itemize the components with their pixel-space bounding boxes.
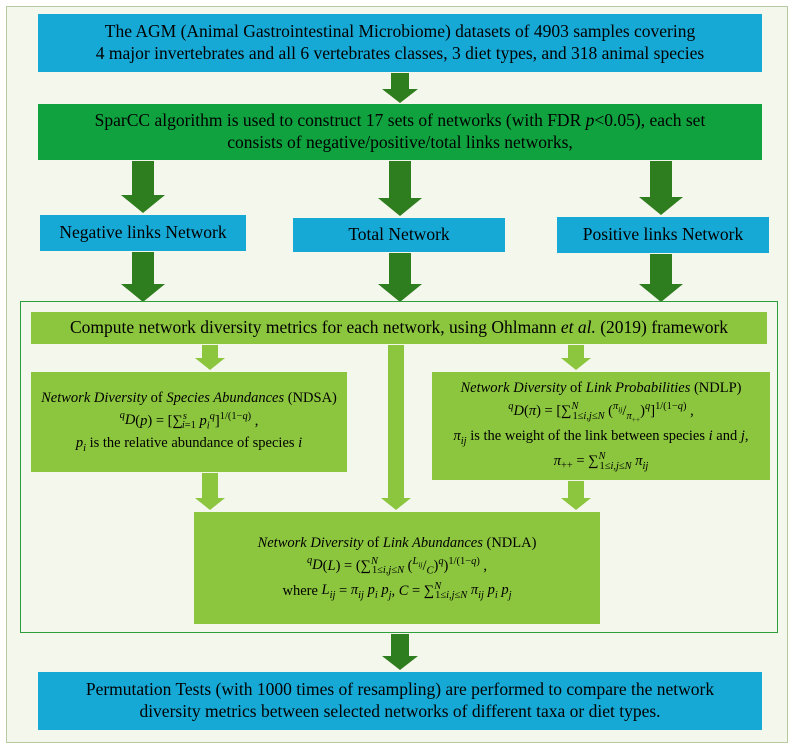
arrow-sparcc-to-positive bbox=[639, 161, 683, 215]
ndlp-pi-sum: π++ = ∑N1≤i,j≤N πij bbox=[553, 450, 649, 472]
ndsa-description: pi is the relative abundance of species … bbox=[75, 435, 303, 455]
arrow-negative-to-compute bbox=[121, 252, 165, 302]
agm-line-2: 4 major invertebrates and all 6 vertebra… bbox=[95, 43, 705, 63]
agm-dataset-box: The AGM (Animal Gastrointestinal Microbi… bbox=[38, 14, 762, 72]
sparcc-line-2: consists of negative/positive/total link… bbox=[227, 132, 573, 152]
arrow-compute-to-ndlp bbox=[561, 345, 591, 370]
compute-metrics-box: Compute network diversity metrics for ea… bbox=[31, 312, 767, 344]
arrow-dataset-to-sparcc bbox=[382, 73, 418, 103]
ndla-box: Network Diversity of Link Abundances (ND… bbox=[194, 512, 600, 624]
ndsa-formula: qD(p) = [∑si=1 piq]1/(1−q) , bbox=[119, 410, 259, 432]
arrow-ndsa-to-ndla bbox=[195, 473, 225, 510]
metrics-frame bbox=[20, 301, 778, 633]
ndla-where: where Lij = πij pi pj, C = ∑N1≤i,j≤N πij… bbox=[282, 580, 512, 602]
ndlp-title: Network Diversity of Link Probabilities … bbox=[460, 380, 742, 397]
ndlp-formula: qD(π) = [∑N1≤i,j≤N (πij/π++)q]1/(1−q) , bbox=[508, 401, 694, 425]
arrow-compute-to-ndla bbox=[381, 345, 411, 510]
arrow-positive-to-compute bbox=[639, 254, 683, 302]
ndlp-box: Network Diversity of Link Probabilities … bbox=[432, 372, 770, 480]
permutation-tests-box: Permutation Tests (with 1000 times of re… bbox=[38, 672, 762, 730]
permutation-line-2: diversity metrics between selected netwo… bbox=[139, 701, 661, 721]
arrow-sparcc-to-total bbox=[378, 161, 422, 216]
ndsa-title: Network Diversity of Species Abundances … bbox=[41, 389, 337, 406]
sparcc-box: SparCC algorithm is used to construct 17… bbox=[38, 104, 762, 160]
negative-links-network-box: Negative links Network bbox=[40, 215, 246, 251]
ndla-formula: qD(L) = (∑N1≤i,j≤N (Lij/C)q)1/(1−q) , bbox=[306, 555, 488, 577]
agm-line-1: The AGM (Animal Gastrointestinal Microbi… bbox=[104, 21, 696, 42]
total-network-box: Total Network bbox=[293, 218, 505, 252]
ndlp-description: πij is the weight of the link between sp… bbox=[453, 427, 749, 447]
sparcc-line-1: SparCC algorithm is used to construct 17… bbox=[94, 110, 706, 131]
arrow-compute-to-ndsa bbox=[195, 345, 225, 370]
arrow-ndlp-to-ndla bbox=[561, 481, 591, 510]
positive-links-network-box: Positive links Network bbox=[557, 217, 769, 253]
ndsa-box: Network Diversity of Species Abundances … bbox=[31, 372, 347, 472]
arrow-frame-to-permutation bbox=[382, 634, 418, 670]
permutation-line-1: Permutation Tests (with 1000 times of re… bbox=[85, 679, 715, 700]
ndla-title: Network Diversity of Link Abundances (ND… bbox=[257, 534, 537, 551]
arrow-sparcc-to-negative bbox=[121, 161, 165, 213]
arrow-total-to-compute bbox=[378, 253, 422, 302]
